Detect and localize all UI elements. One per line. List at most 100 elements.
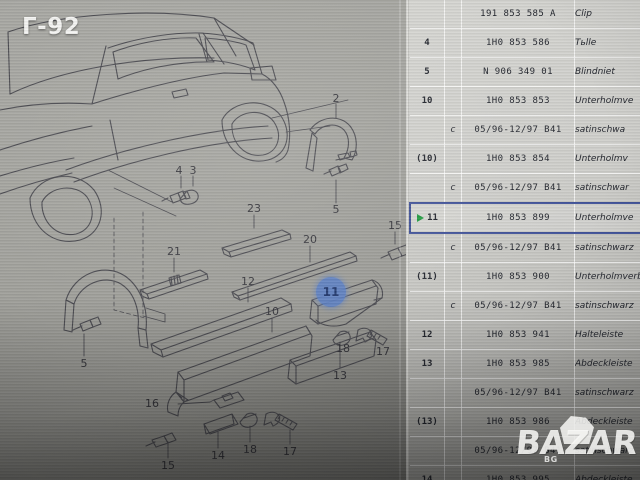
callout-5a: 5 [333,203,340,216]
cell-flag [444,57,462,87]
cell-description: Unterholmve [574,202,640,234]
cell-flag [444,378,462,408]
cell-description: Abdeckleiste [574,465,640,480]
cell-position: 12 [410,320,445,350]
cell-part-number: 1H0 853 995 [461,465,575,480]
cell-position [410,173,445,204]
callout-23: 23 [247,202,261,215]
selection-arrow-icon [417,213,425,222]
cell-flag [444,144,462,174]
cell-part-number: 1H0 853 985 [461,349,575,379]
cell-part-number: 191 853 585 A [461,0,575,29]
pane-divider-shadow [399,0,401,480]
cell-flag [444,320,462,350]
cell-position [410,436,445,466]
cell-description: satinschwarz [574,378,640,408]
callout-21: 21 [167,245,181,258]
callout-18b: 18 [243,443,257,456]
cell-position [410,115,445,145]
cell-part-number: 05/96-12/97 B41 [461,291,575,321]
callout-10: 10 [265,305,279,318]
cell-flag [444,465,462,480]
cell-position: 4 [410,28,445,58]
cell-part-number: 1H0 853 900 [461,262,575,292]
cell-flag [444,202,462,234]
cell-description: satinschwarz [574,233,640,263]
cell-position: 11 [409,202,445,234]
callout-13: 13 [333,369,347,382]
cell-part-number: N 906 349 01 [461,57,575,87]
cell-part-number: 05/96-12/97 B41 [461,233,575,263]
cell-flag [444,86,462,116]
cell-flag: c [444,115,462,145]
cell-description: Abdeckleiste [574,349,640,379]
cell-position [410,0,445,29]
cell-part-number: 1H0 853 986 [461,407,575,437]
cell-position [410,378,445,408]
cell-position: 14 [410,465,445,480]
cell-description: Unterholmverb [574,262,640,292]
cell-part-number: 05/96-12/97 B41 [461,115,575,145]
callout-2: 2 [333,92,340,105]
cell-position: (13) [410,407,445,437]
cell-description: Abdeckleiste [574,407,640,437]
cell-flag [444,436,462,466]
cell-position [410,233,445,263]
cell-part-number: 1H0 853 586 [461,28,575,58]
parts-diagram-pane[interactable]: 2 5 3 4 5 23 21 20 12 10 13 15 16 14 15 … [0,0,408,480]
callout-17a: 17 [376,345,390,358]
cell-description: Unterholmve [574,86,640,116]
highlight-badge-11[interactable]: 11 [316,277,346,307]
cell-description: Clip [574,0,640,29]
cell-position: 13 [410,349,445,379]
cell-flag [444,28,462,58]
cell-flag: c [444,173,462,204]
callout-16: 16 [145,397,159,410]
callout-5b: 5 [81,357,88,370]
cell-description: satinschwarz [574,291,640,321]
cell-position: 5 [410,57,445,87]
cell-part-number: 1H0 853 941 [461,320,575,350]
cell-flag [444,407,462,437]
cell-part-number: 1H0 853 854 [461,144,575,174]
callout-3: 3 [190,164,197,177]
cell-description: Halteleiste [574,320,640,350]
cell-part-number: 05/96-12/97 B41 [461,436,575,466]
cell-flag [444,0,462,29]
callout-15a: 15 [161,459,175,472]
cell-part-number: 1H0 853 853 [461,86,575,116]
pane-divider[interactable] [406,0,409,480]
callout-20: 20 [303,233,317,246]
cell-description: satinschwa [574,115,640,145]
callout-15c: 15 [388,219,402,232]
callout-18a: 18 [336,342,350,355]
callout-4: 4 [176,164,183,177]
cell-part-number: 05/96-12/97 B41 [461,378,575,408]
cell-description: satinschwarz [574,436,640,466]
cell-flag [444,349,462,379]
cell-part-number: 1H0 853 899 [461,202,575,234]
cell-description: satinschwar [574,173,640,204]
cell-flag [444,262,462,292]
cell-description: Unterholmv [574,144,640,174]
